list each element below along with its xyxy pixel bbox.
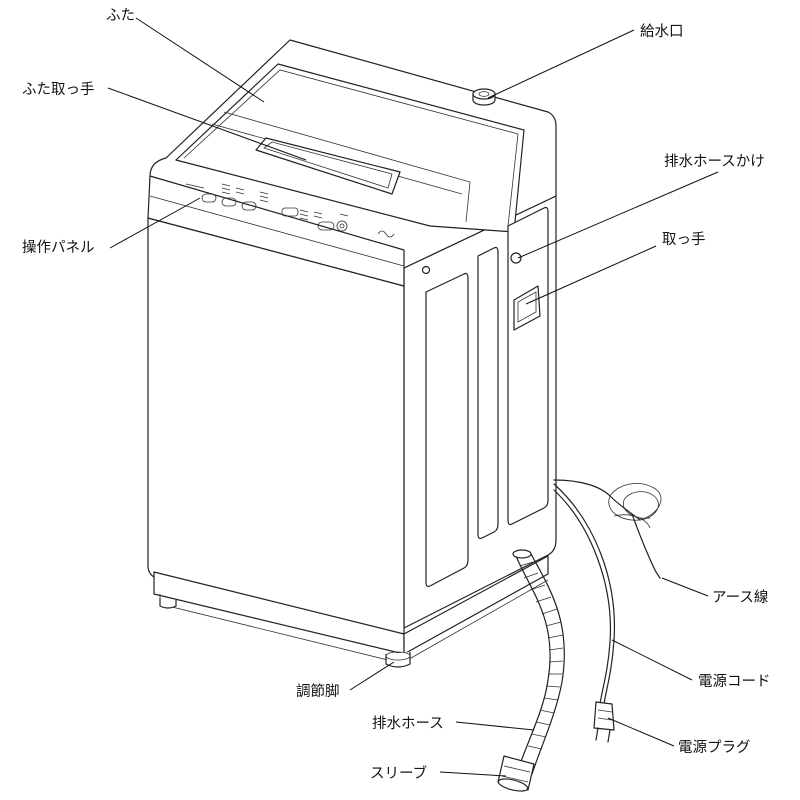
label-power-cord: 電源コード: [698, 673, 771, 690]
drain-hose-drawing: [497, 549, 565, 792]
label-power-plug: 電源プラグ: [678, 739, 751, 756]
label-water-inlet: 給水口: [640, 23, 684, 40]
panel-buttons: [185, 183, 395, 238]
washing-machine-drawing: [147, 39, 662, 792]
label-handle: 取っ手: [662, 231, 706, 248]
label-ground-wire: アース線: [712, 589, 768, 606]
label-drain-hose-hook: 排水ホースかけ: [664, 153, 765, 170]
side-handle-slot: [513, 285, 541, 331]
leader-drain-hose: [455, 721, 535, 731]
leader-sleeve: [439, 771, 507, 777]
label-lid-handle: ふた取っ手: [22, 81, 95, 98]
leader-water-inlet: [487, 29, 635, 99]
leader-power-plug: [607, 717, 675, 747]
leader-adjustable-foot: [349, 661, 395, 691]
part-labels: ふた ふた取っ手 操作パネル 給水口 排水ホースかけ 取っ手 アース線 電源コー…: [22, 7, 771, 782]
leader-control-panel: [109, 197, 201, 249]
label-control-panel: 操作パネル: [22, 239, 95, 256]
ground-wire-drawing: [553, 479, 662, 579]
label-lid: ふた: [106, 7, 135, 24]
leader-ground-wire: [661, 577, 709, 597]
machine-front-body: [147, 217, 405, 639]
leader-power-cord: [611, 639, 693, 681]
power-plug: [593, 701, 615, 731]
label-adjustable-foot: 調節脚: [296, 682, 340, 700]
leader-lid-handle: [107, 87, 307, 161]
side-recess-2: [477, 246, 499, 540]
machine-base-side: [403, 555, 549, 655]
label-drain-hose: 排水ホース: [372, 715, 444, 732]
power-cord-drawing: [553, 483, 616, 743]
leader-lines: [107, 17, 719, 777]
leader-drain-hose-hook: [517, 171, 719, 259]
leader-lid: [135, 17, 265, 103]
side-recess-1: [425, 272, 469, 588]
label-sleeve: スリーブ: [370, 764, 427, 782]
leader-handle: [525, 245, 657, 305]
drain-hose-hook-knob: [510, 252, 522, 264]
